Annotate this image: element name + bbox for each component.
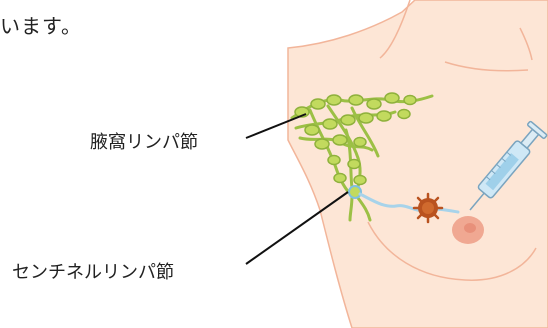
header-text: います。 bbox=[0, 10, 82, 39]
axillary-lymph-node-label: 腋窩リンパ節 bbox=[90, 128, 198, 154]
tumor-icon bbox=[414, 194, 442, 222]
sentinel-node-marker bbox=[349, 186, 361, 198]
sentinel-lymph-node-label: センチネルリンパ節 bbox=[12, 258, 174, 284]
nipple bbox=[464, 223, 476, 233]
